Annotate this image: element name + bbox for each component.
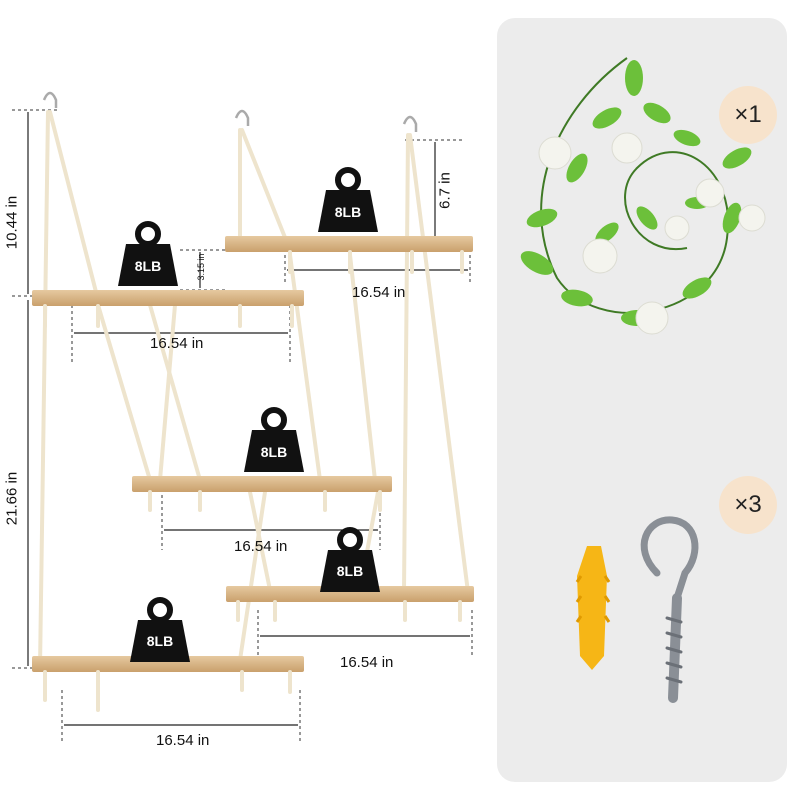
width-label: 16.54 in [150,335,204,352]
hardware-quantity-badge: ×3 [719,476,777,534]
ropes [38,110,470,670]
weight-label: 8LB [260,444,288,460]
shelf-lower-right [226,586,474,602]
width-label: 16.54 in [352,284,406,301]
shelf-bottom [32,656,304,672]
weight-label: 8LB [334,204,362,220]
artificial-vine-icon [520,57,766,335]
width-label: 16.54 in [234,538,288,555]
height-label-total: 21.66 in [3,471,21,526]
wall-hooks [42,91,418,132]
weight-icon [244,407,304,472]
accessories-illustration [520,57,766,703]
wall-anchor-icon [575,546,611,670]
vine-quantity-badge: ×1 [719,86,777,144]
weight-label: 8LB [146,633,174,649]
width-label: 16.54 in [156,732,210,749]
weight-icon [130,597,190,662]
height-label-right: 6.7 in [436,172,454,209]
shelf-top-left [32,290,304,306]
shelf-middle [132,476,392,492]
width-label: 16.54 in [340,654,394,671]
weight-label: 8LB [336,563,364,579]
accessories-panel: ×1 ×3 [497,18,787,782]
weight-label: 8LB [134,258,162,274]
weight-icons [118,167,380,662]
shelves [32,236,474,672]
height-label-gap: 3.15 in [196,253,206,281]
weight-icon [118,221,178,286]
weight-icon [318,167,378,232]
shelf-top-right [225,236,473,252]
height-label-top: 10.44 in [3,195,21,250]
rope-tassels [43,250,464,712]
screw-hook-icon [640,516,699,703]
weight-icon [320,527,380,592]
